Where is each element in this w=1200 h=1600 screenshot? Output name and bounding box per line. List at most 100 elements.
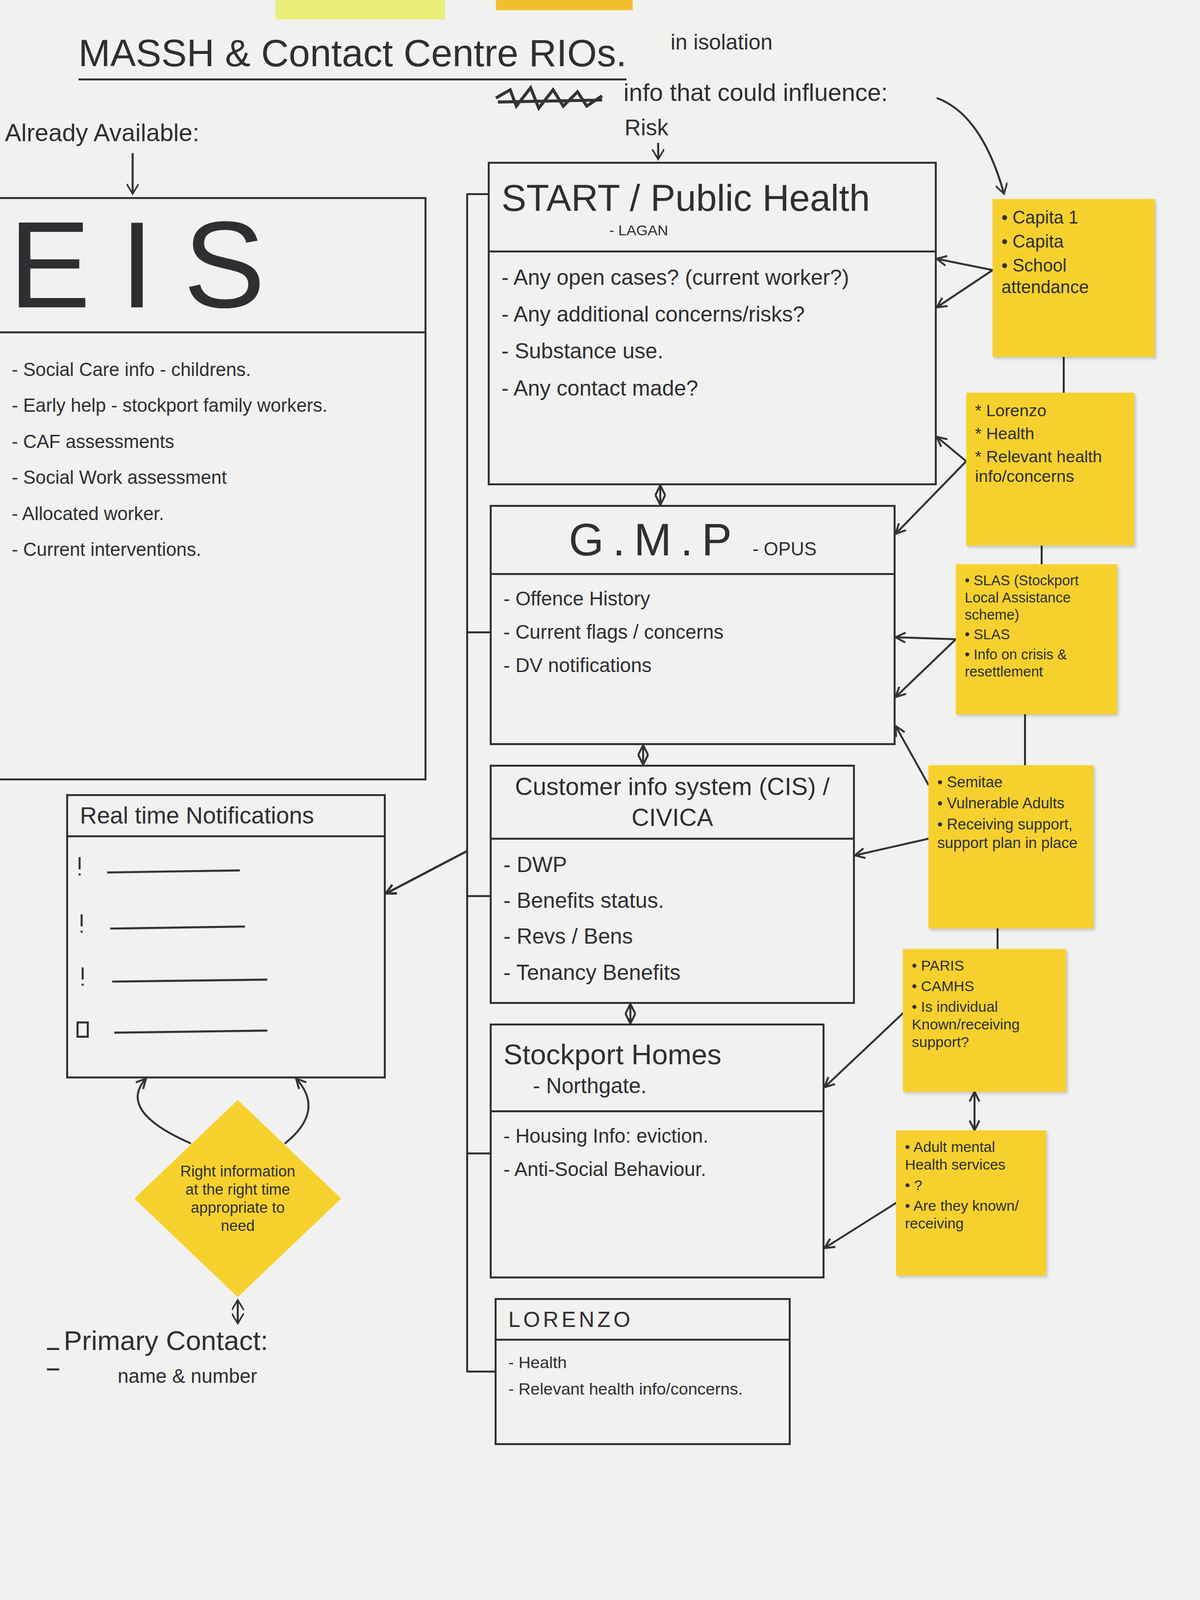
connector: [973, 1091, 976, 1131]
box-header: START / Public Health- LAGAN: [489, 163, 935, 253]
connector: [1062, 356, 1065, 393]
scribble: [496, 87, 602, 109]
sticky-note: • PARIS• CAMHS• Is individual Known/rece…: [902, 949, 1067, 1092]
list-item: - Social Care info - childrens.: [11, 357, 410, 382]
list-item: - Current interventions.: [11, 537, 410, 562]
annotation: Already Available:: [4, 117, 200, 149]
list-item: - Any contact made?: [501, 374, 924, 402]
connector: [936, 258, 993, 271]
annotation: Primary Contact:: [63, 1323, 269, 1358]
sticky-note: • Semitae• Vulnerable Adults• Receiving …: [928, 765, 1094, 929]
sticky-line: • Vulnerable Adults: [937, 794, 1085, 813]
decision-diamond: Right information at the right time appr…: [132, 1098, 344, 1300]
box-subtitle: - OPUS: [752, 537, 817, 562]
list-item: - Social Work assessment: [11, 465, 410, 490]
pointer-arrow: [936, 98, 1004, 195]
diagram-title: MASSH & Contact Centre RIOs.: [78, 29, 627, 81]
box-subtitle: - LAGAN: [609, 221, 924, 240]
sticky-line: • Capita 1: [1001, 206, 1147, 228]
connector: [642, 745, 645, 765]
system-box: START / Public Health- LAGAN- Any open c…: [487, 161, 937, 486]
sticky-note: • Adult mental Health services• ?• Are t…: [896, 1130, 1047, 1276]
connector: [854, 838, 929, 856]
diamond-text: Right information at the right time appr…: [178, 1162, 297, 1236]
box-title: LORENZO: [508, 1305, 777, 1333]
box-title: EIS: [8, 203, 413, 327]
system-box: Stockport Homes- Northgate. - Housing Inf…: [489, 1023, 825, 1279]
box-header: Customer info system (CIS) / CIVICA: [491, 766, 853, 840]
list-item: - Relevant health info/concerns.: [508, 1377, 777, 1400]
sticky-line: • Capita: [1001, 230, 1147, 252]
partial-sticky-note: [496, 0, 633, 11]
dash-marks: [47, 1349, 60, 1370]
connector: [629, 1003, 632, 1024]
connector: [1024, 714, 1026, 766]
box-body: - Housing Info: eviction. - Anti-Social B…: [491, 1112, 823, 1277]
list-item: - Revs / Bens: [503, 922, 842, 950]
sticky-line: • Is individual Known/receiving support?: [911, 998, 1058, 1051]
box-title: Real time Notifications: [79, 800, 373, 831]
box-body: - Social Care info - childrens. - Early h…: [0, 333, 425, 779]
box-body: - DWP- Benefits status.- Revs / Bens- Te…: [491, 839, 853, 1002]
connector: [895, 637, 956, 640]
diamond-shape: [132, 1098, 344, 1300]
connector: [385, 850, 490, 897]
box-title: START / Public Health: [501, 174, 924, 222]
annotation: name & number: [117, 1363, 258, 1389]
list-item: - Early help - stockport family workers.: [11, 393, 410, 418]
box-body: - Health - Relevant health info/concerns.: [496, 1340, 789, 1444]
pointer-arrow: [131, 152, 134, 194]
connector: [1040, 545, 1043, 565]
box-subtitle: - Northgate.: [532, 1072, 811, 1100]
connector: [137, 1078, 191, 1144]
sticky-line: • Are they known/ receiving: [904, 1197, 1038, 1233]
system-box: LORENZO - Health - Relevant health info/co…: [494, 1298, 791, 1446]
sticky-line: • SLAS: [964, 625, 1109, 644]
connector: [895, 461, 967, 534]
sticky-line: • ?: [904, 1176, 1038, 1195]
annotation: info that could influence:: [623, 77, 888, 109]
connector: [385, 632, 490, 894]
box-title: Stockport Homes: [503, 1036, 811, 1073]
list-item: - Any open cases? (current worker?): [501, 263, 924, 292]
list-item: - Any additional concerns/risks?: [501, 300, 924, 328]
annotation: Risk: [624, 113, 669, 143]
system-box: Customer info system (CIS) / CIVICA - DWP…: [489, 764, 855, 1004]
connector: [936, 436, 967, 462]
sticky-line: • PARIS: [911, 956, 1058, 975]
box-header: Real time Notifications: [68, 796, 384, 838]
list-item: - Benefits status.: [503, 886, 842, 915]
box-header: LORENZO: [496, 1300, 789, 1341]
connector: [285, 1078, 309, 1144]
diamond-fill: [134, 1100, 342, 1298]
sticky-line: * Health: [975, 423, 1126, 444]
pointer-arrow: [657, 142, 660, 159]
list-item: - Offence History: [503, 585, 882, 612]
list-item: - Anti-Social Behaviour.: [503, 1156, 811, 1182]
connector: [659, 485, 662, 505]
notification-lines: [77, 857, 268, 1037]
system-box: G.M.P - OPUS - Offence History- Current fl…: [489, 504, 896, 746]
box-body: - Offence History- Current flags / conce…: [491, 575, 894, 744]
connector: [824, 1013, 903, 1088]
box-title: G.M.P: [568, 511, 741, 569]
box-body: - Any open cases? (current worker?) - Any…: [489, 252, 935, 484]
connector: [895, 639, 956, 698]
sticky-note: • Capita 1• Capita• School attendance: [992, 199, 1155, 357]
list-item: - DV notifications: [503, 652, 882, 678]
connector: [824, 1202, 897, 1249]
list-item: - Substance use.: [501, 336, 924, 365]
list-item: - Allocated worker.: [11, 501, 410, 526]
box-body: [68, 837, 384, 1077]
connector: [385, 194, 488, 894]
list-item: - Housing Info: eviction.: [503, 1123, 811, 1149]
sticky-line: • SLAS (Stockport Local Assistance schem…: [964, 572, 1109, 624]
sticky-line: • Info on crisis & resettlement: [964, 646, 1109, 681]
sticky-line: • Semitae: [937, 773, 1085, 792]
sticky-line: • School attendance: [1001, 254, 1147, 298]
list-item: - DWP: [503, 850, 842, 879]
list-item: - Health: [508, 1351, 777, 1374]
connector: [895, 725, 929, 785]
connector: [996, 928, 999, 950]
